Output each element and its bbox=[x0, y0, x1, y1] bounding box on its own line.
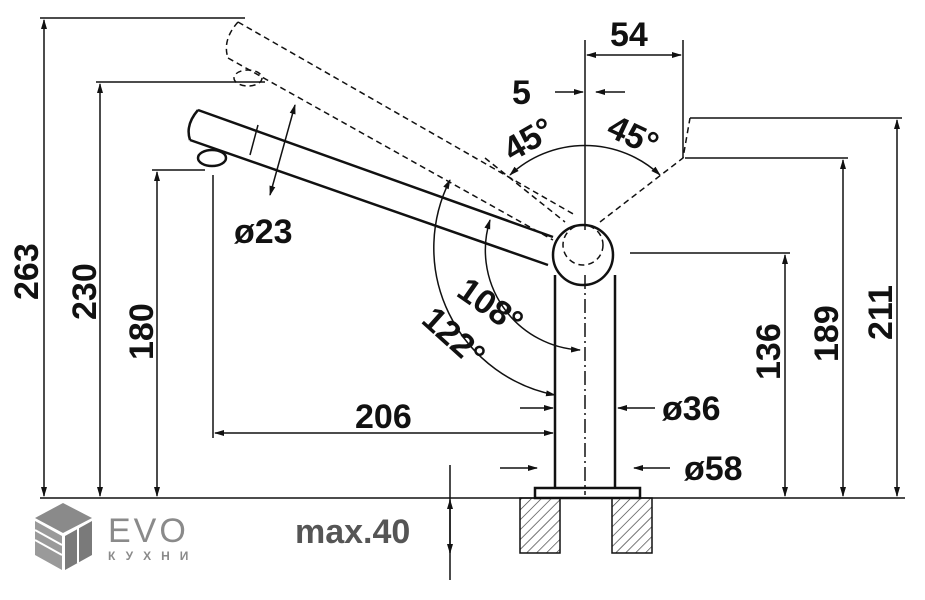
dim-angle-45-right: 45° bbox=[602, 108, 665, 164]
horizontal-dimensions bbox=[214, 52, 682, 471]
dim-180: 180 bbox=[123, 303, 161, 360]
dim-d36: ø36 bbox=[662, 390, 721, 428]
angle-arcs bbox=[269, 104, 661, 397]
dim-230: 230 bbox=[66, 263, 104, 320]
dim-d23: ø23 bbox=[234, 213, 293, 251]
dim-211: 211 bbox=[862, 285, 900, 340]
dim-263: 263 bbox=[8, 243, 46, 300]
dim-136: 136 bbox=[750, 323, 788, 380]
dim-5: 5 bbox=[512, 74, 531, 112]
cube-icon bbox=[34, 503, 92, 570]
dim-d58: ø58 bbox=[684, 450, 743, 488]
dim-angle-45-left: 45° bbox=[497, 110, 561, 169]
extension-lines bbox=[40, 17, 902, 580]
dim-54: 54 bbox=[610, 16, 648, 54]
logo-subtitle: КУХНИ bbox=[108, 549, 198, 563]
dim-189: 189 bbox=[808, 305, 846, 362]
dim-max-40: max.40 bbox=[295, 513, 410, 551]
vertical-dimensions bbox=[41, 19, 900, 554]
dim-206: 206 bbox=[355, 398, 412, 436]
logo-brand: EVO bbox=[108, 512, 189, 550]
evo-logo: EVO КУХНИ bbox=[34, 503, 198, 570]
